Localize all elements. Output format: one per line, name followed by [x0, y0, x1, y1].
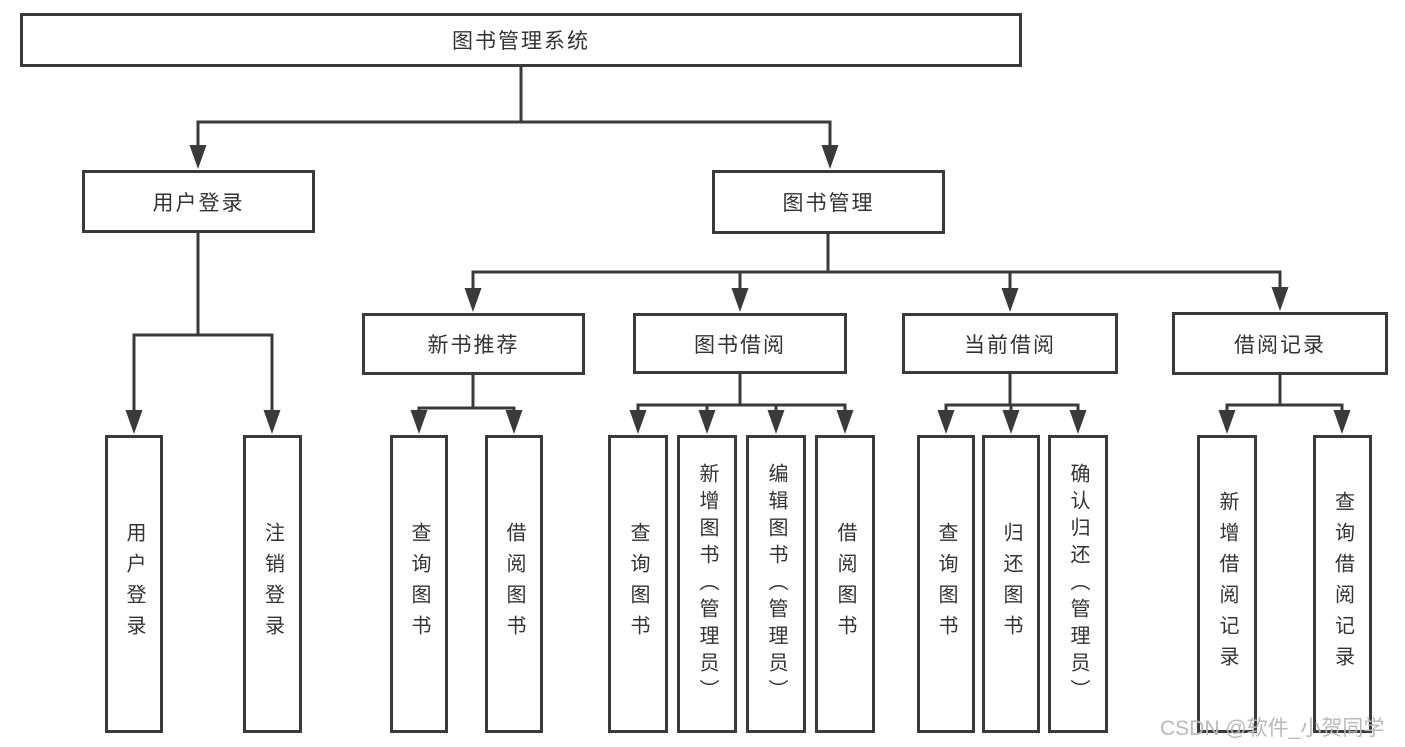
- leaf-edit-books-admin: 编辑图书（管理员）: [746, 435, 806, 733]
- leaf-add-books-admin-label: 新增图书（管理员）: [696, 462, 718, 706]
- node-borrow-records: 借阅记录: [1172, 312, 1388, 375]
- leaf-user-login: 用户登录: [105, 435, 163, 733]
- leaf-edit-books-admin-label: 编辑图书（管理员）: [765, 462, 787, 706]
- leaf-user-login-label: 用户登录: [123, 522, 145, 646]
- node-book-management-label: 图书管理: [782, 192, 875, 215]
- leaf-recommend-borrow-books: 借阅图书: [485, 435, 543, 733]
- node-user-login-label: 用户登录: [152, 191, 245, 215]
- leaf-return-books: 归还图书: [982, 435, 1040, 733]
- node-current-borrow-label: 当前借阅: [964, 333, 1056, 357]
- leaf-add-borrow-record: 新增借阅记录: [1197, 435, 1257, 733]
- leaf-query-borrow-record: 查询借阅记录: [1313, 435, 1372, 733]
- node-book-borrow: 图书借阅: [633, 313, 847, 374]
- leaf-borrow-query-books: 查询图书: [608, 435, 668, 733]
- leaf-borrow-books-label: 借阅图书: [834, 522, 856, 646]
- leaf-confirm-return-admin: 确认归还（管理员）: [1048, 435, 1108, 733]
- node-book-management: 图书管理: [712, 170, 945, 234]
- leaf-borrow-query-books-label: 查询图书: [627, 522, 649, 646]
- leaf-add-borrow-record-label: 新增借阅记录: [1216, 491, 1238, 677]
- leaf-recommend-borrow-books-label: 借阅图书: [503, 522, 525, 646]
- node-user-login: 用户登录: [82, 170, 315, 233]
- leaf-return-books-label: 归还图书: [1000, 522, 1022, 646]
- leaf-confirm-return-admin-label: 确认归还（管理员）: [1067, 462, 1089, 706]
- leaf-logout: 注销登录: [243, 435, 302, 733]
- leaf-borrow-books: 借阅图书: [815, 435, 875, 733]
- node-root: 图书管理系统: [20, 13, 1022, 67]
- leaf-current-query-books: 查询图书: [917, 435, 975, 733]
- node-root-label: 图书管理系统: [452, 30, 590, 53]
- node-current-borrow: 当前借阅: [902, 313, 1118, 374]
- leaf-recommend-query-books-label: 查询图书: [408, 522, 430, 646]
- leaf-recommend-query-books: 查询图书: [390, 435, 448, 733]
- node-book-borrow-label: 图书借阅: [694, 333, 786, 357]
- leaf-query-borrow-record-label: 查询借阅记录: [1331, 491, 1354, 677]
- node-new-book-recommend: 新书推荐: [362, 313, 585, 375]
- node-borrow-records-label: 借阅记录: [1234, 333, 1326, 357]
- watermark: CSDN @软件_小贺同学: [1160, 717, 1385, 740]
- leaf-logout-label: 注销登录: [261, 522, 284, 646]
- node-new-book-recommend-label: 新书推荐: [427, 334, 520, 357]
- leaf-current-query-books-label: 查询图书: [935, 522, 957, 646]
- leaf-add-books-admin: 新增图书（管理员）: [677, 435, 737, 733]
